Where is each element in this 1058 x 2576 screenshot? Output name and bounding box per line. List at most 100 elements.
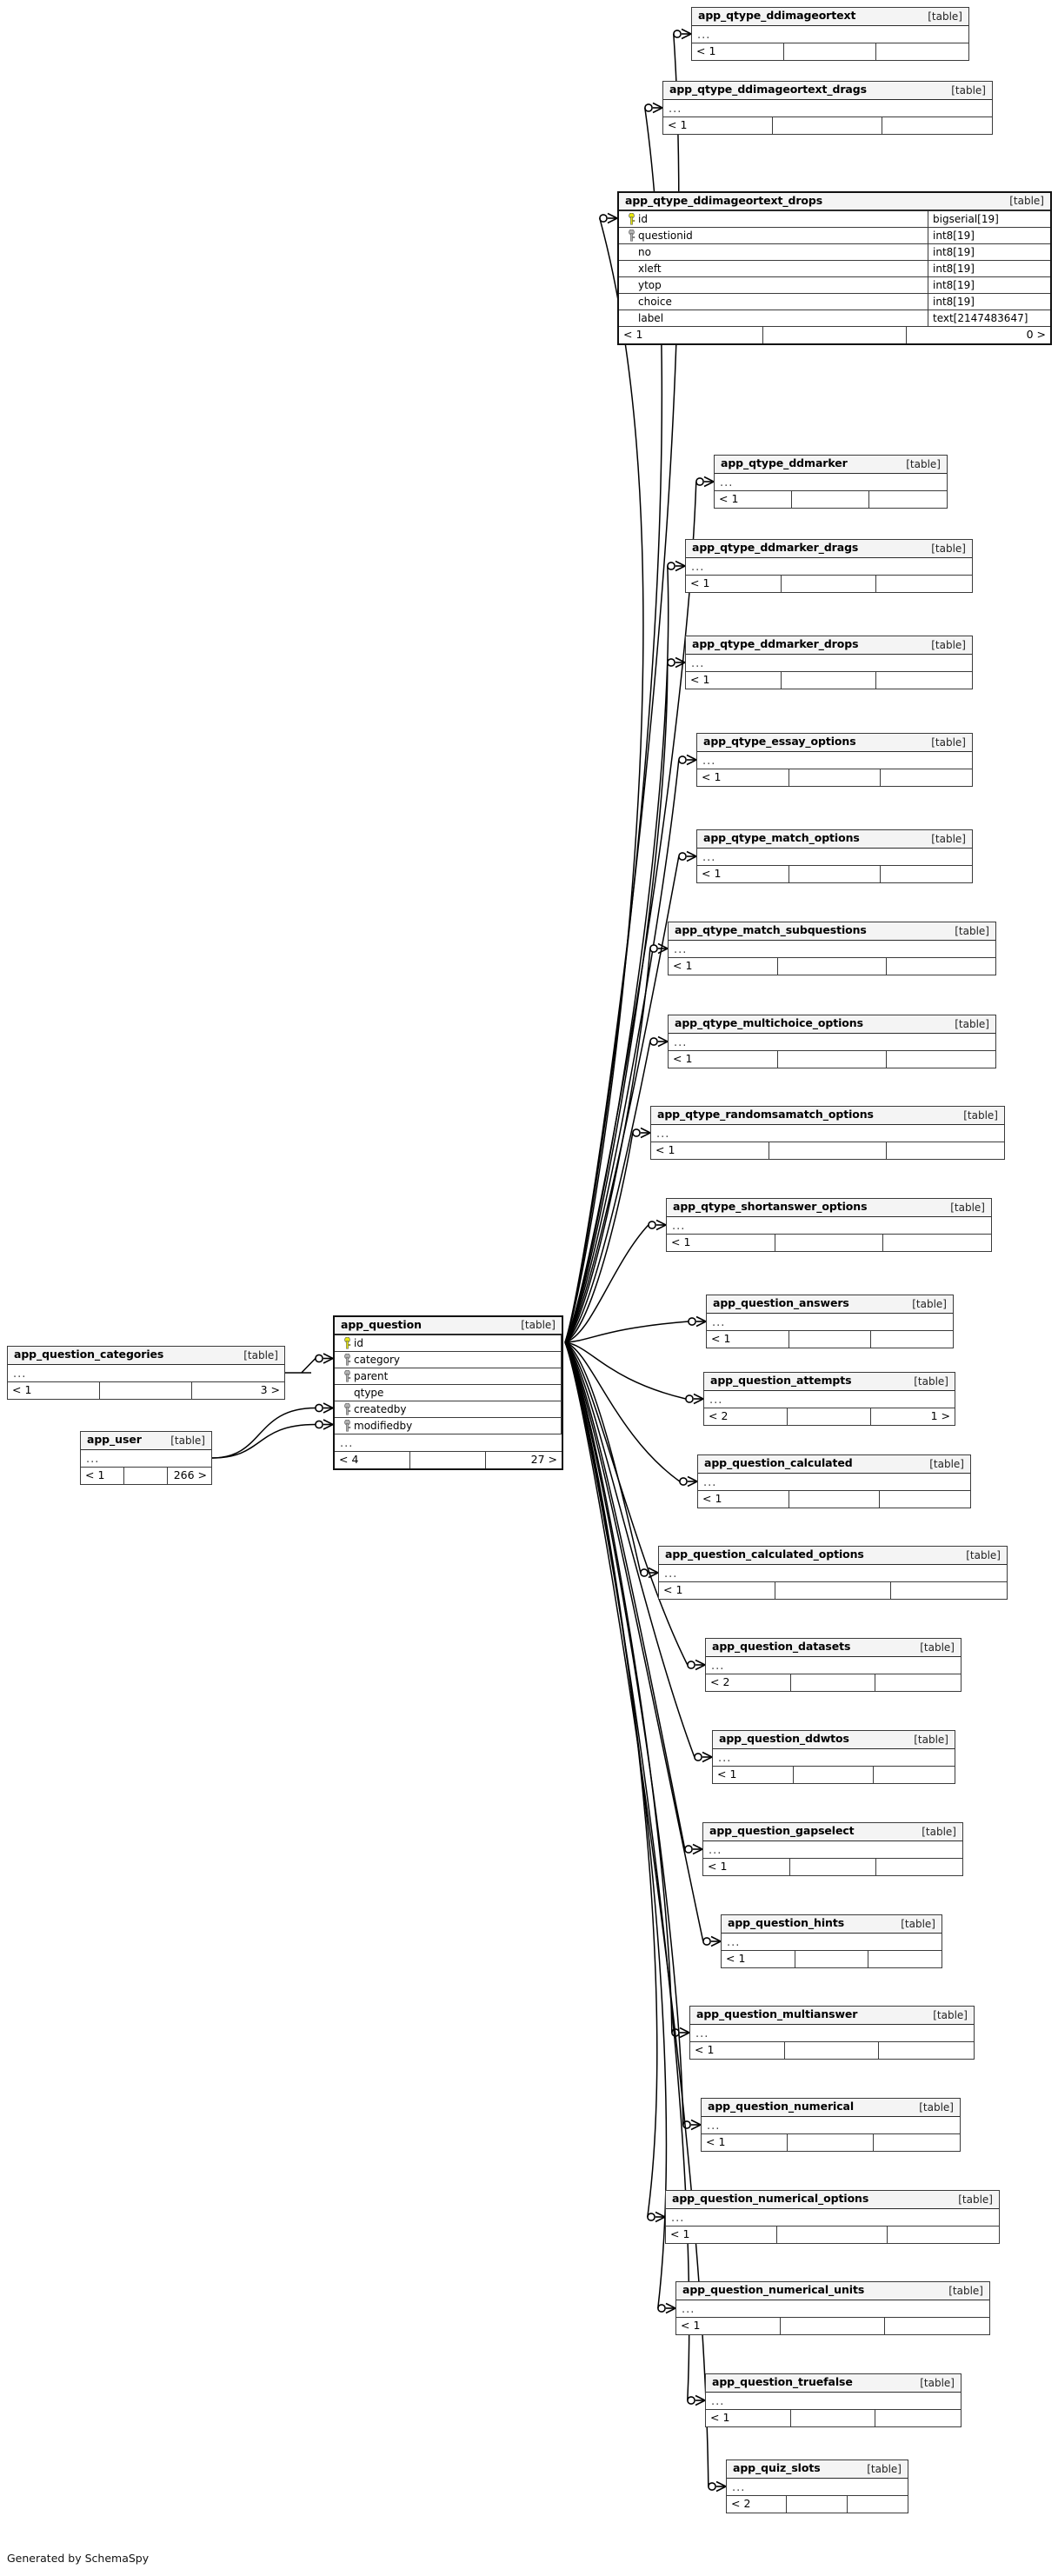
collapsed-columns-ellipsis: ... [81, 1450, 211, 1468]
table-node-app_question_hints[interactable]: app_question_hints[table]...< 1 [721, 1914, 942, 1968]
column-row-createdby[interactable]: createdby [335, 1401, 562, 1418]
table-header-app_qtype_ddmarker[interactable]: app_qtype_ddmarker[table] [715, 456, 947, 474]
table-header-app_question_calculated_options[interactable]: app_question_calculated_options[table] [659, 1547, 1007, 1565]
table-header-app_question_numerical_options[interactable]: app_question_numerical_options[table] [666, 2191, 999, 2209]
relationship-edge [564, 1041, 651, 1343]
table-header-app_qtype_ddimageortext_drops[interactable]: app_qtype_ddimageortext_drops[table] [619, 193, 1050, 211]
table-kind-label: [table] [929, 1457, 964, 1470]
column-row-id[interactable]: id [335, 1335, 562, 1352]
footer-child-count: 27 > [530, 1453, 557, 1467]
table-header-app_question_answers[interactable]: app_question_answers[table] [707, 1295, 953, 1314]
table-node-app_question_calculated_options[interactable]: app_question_calculated_options[table]..… [658, 1546, 1008, 1600]
table-header-app_qtype_randomsamatch_options[interactable]: app_qtype_randomsamatch_options[table] [651, 1107, 1004, 1125]
table-node-app_question_gapselect[interactable]: app_question_gapselect[table]...< 1 [702, 1822, 963, 1876]
column-row-parent[interactable]: parent [335, 1368, 562, 1385]
table-header-app_question_datasets[interactable]: app_question_datasets[table] [706, 1639, 961, 1657]
table-header-app_question_truefalse[interactable]: app_question_truefalse[table] [706, 2374, 961, 2393]
table-node-app_quiz_slots[interactable]: app_quiz_slots[table]...< 2 [726, 2460, 908, 2513]
table-node-app_question_multianswer[interactable]: app_question_multianswer[table]...< 1 [689, 2006, 975, 2060]
table-header-app_question_gapselect[interactable]: app_question_gapselect[table] [703, 1823, 962, 1841]
relationship-edge [564, 948, 651, 1343]
table-header-app_qtype_match_options[interactable]: app_qtype_match_options[table] [697, 830, 972, 849]
footer-parent-count: < 1 [663, 117, 774, 134]
table-header-app_question_categories[interactable]: app_question_categories[table] [8, 1347, 284, 1365]
relationship-edge [564, 1132, 634, 1343]
table-header-app_qtype_ddimageortext[interactable]: app_qtype_ddimageortext[table] [692, 8, 968, 26]
table-kind-label: [table] [920, 2376, 955, 2389]
column-type: int8[19] [933, 279, 975, 291]
table-node-app_qtype_essay_options[interactable]: app_qtype_essay_options[table]...< 1 [696, 733, 973, 787]
table-node-app_question_datasets[interactable]: app_question_datasets[table]...< 2 [705, 1638, 962, 1692]
table-kind-label: [table] [966, 1548, 1001, 1561]
footer-parent-count: < 1 [676, 2318, 782, 2334]
table-node-app_question_numerical_options[interactable]: app_question_numerical_options[table]...… [665, 2190, 1000, 2244]
table-node-app_qtype_ddmarker[interactable]: app_qtype_ddmarker[table]...< 1 [714, 455, 948, 509]
table-header-app_user[interactable]: app_user[table] [81, 1432, 211, 1450]
table-footer-app_qtype_randomsamatch_options: < 1 [651, 1142, 1004, 1159]
column-row-qtype[interactable]: qtype [335, 1385, 562, 1401]
table-node-app_qtype_match_options[interactable]: app_qtype_match_options[table]...< 1 [696, 829, 973, 883]
crows-foot-endpoint [648, 1219, 667, 1231]
table-header-app_question_attempts[interactable]: app_question_attempts[table] [704, 1373, 955, 1391]
table-node-app_qtype_randomsamatch_options[interactable]: app_qtype_randomsamatch_options[table]..… [650, 1106, 1005, 1160]
table-name: app_question_answers [713, 1296, 849, 1310]
table-footer-app_qtype_ddmarker_drags: < 1 [686, 576, 972, 592]
table-node-app_question_numerical[interactable]: app_question_numerical[table]...< 1 [701, 2098, 961, 2152]
table-node-app_qtype_shortanswer_options[interactable]: app_qtype_shortanswer_options[table]...<… [666, 1198, 992, 1252]
table-header-app_qtype_match_subquestions[interactable]: app_qtype_match_subquestions[table] [669, 922, 995, 941]
table-header-app_question_calculated[interactable]: app_question_calculated[table] [698, 1455, 970, 1474]
table-name: app_qtype_ddimageortext_drops [625, 193, 823, 207]
table-node-app_qtype_ddimageortext[interactable]: app_qtype_ddimageortext[table]...< 1 [691, 7, 969, 61]
table-header-app_question_numerical_units[interactable]: app_question_numerical_units[table] [676, 2282, 989, 2300]
table-node-app_question_calculated[interactable]: app_question_calculated[table]...< 1 [697, 1454, 971, 1508]
crows-foot-endpoint [667, 560, 686, 572]
table-node-app_question_ddwtos[interactable]: app_question_ddwtos[table]...< 1 [712, 1730, 955, 1784]
table-node-app_question_numerical_units[interactable]: app_question_numerical_units[table]...< … [675, 2281, 990, 2335]
table-header-app_question_ddwtos[interactable]: app_question_ddwtos[table] [713, 1731, 955, 1749]
table-node-app_qtype_ddmarker_drops[interactable]: app_qtype_ddmarker_drops[table]...< 1 [685, 636, 973, 689]
table-kind-label: [table] [955, 924, 989, 937]
table-header-app_question_multianswer[interactable]: app_question_multianswer[table] [690, 2007, 974, 2025]
table-header-app_qtype_ddmarker_drags[interactable]: app_qtype_ddmarker_drags[table] [686, 540, 972, 558]
footer-middle [795, 1951, 868, 1967]
collapsed-columns-ellipsis: ... [704, 1391, 955, 1408]
table-header-app_qtype_essay_options[interactable]: app_qtype_essay_options[table] [697, 734, 972, 752]
table-header-app_qtype_ddimageortext_drags[interactable]: app_qtype_ddimageortext_drags[table] [663, 82, 992, 100]
footer-middle [100, 1382, 193, 1399]
collapsed-columns-ellipsis: ... [706, 1657, 961, 1674]
table-node-app_question_answers[interactable]: app_question_answers[table]...< 1 [706, 1295, 954, 1348]
table-header-app_question[interactable]: app_question[table] [335, 1317, 562, 1335]
column-row-modifiedby[interactable]: modifiedby [335, 1418, 562, 1434]
table-header-app_quiz_slots[interactable]: app_quiz_slots[table] [727, 2460, 908, 2479]
footer-middle [791, 2410, 876, 2426]
column-row-category[interactable]: category [335, 1352, 562, 1368]
table-header-app_qtype_ddmarker_drops[interactable]: app_qtype_ddmarker_drops[table] [686, 636, 972, 655]
table-node-app_qtype_multichoice_options[interactable]: app_qtype_multichoice_options[table]...<… [668, 1015, 996, 1068]
relationship-edge [564, 759, 680, 1343]
table-header-app_qtype_multichoice_options[interactable]: app_qtype_multichoice_options[table] [669, 1015, 995, 1034]
table-name: app_qtype_ddimageortext [698, 9, 856, 23]
table-node-app_qtype_match_subquestions[interactable]: app_qtype_match_subquestions[table]...< … [668, 922, 996, 975]
table-node-app_qtype_ddimageortext_drags[interactable]: app_qtype_ddimageortext_drags[table]...<… [662, 81, 993, 135]
table-node-app_question_truefalse[interactable]: app_question_truefalse[table]...< 1 [705, 2373, 962, 2427]
crows-foot-endpoint [702, 1935, 722, 1947]
table-header-app_qtype_shortanswer_options[interactable]: app_qtype_shortanswer_options[table] [667, 1199, 991, 1217]
footer-child-count [876, 576, 972, 592]
table-header-app_question_numerical[interactable]: app_question_numerical[table] [702, 2099, 960, 2117]
table-header-app_question_hints[interactable]: app_question_hints[table] [722, 1915, 942, 1934]
column-name: qtype [354, 1387, 384, 1399]
table-node-app_qtype_ddmarker_drags[interactable]: app_qtype_ddmarker_drags[table]...< 1 [685, 539, 973, 593]
